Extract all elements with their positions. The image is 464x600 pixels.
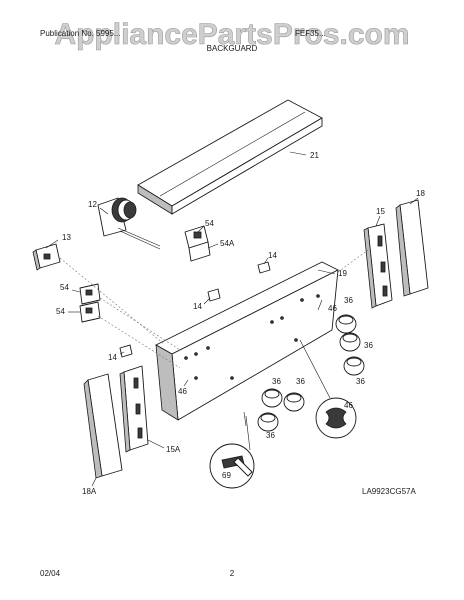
callout-36-b: 36	[364, 341, 373, 350]
callout-54a: 54A	[220, 239, 235, 248]
relay-54-left	[79, 283, 101, 323]
control-panel-part	[155, 261, 339, 421]
knob-36-a	[335, 314, 357, 334]
callout-36-f: 36	[266, 431, 275, 440]
callout-19: 19	[338, 269, 347, 278]
callout-18a: 18A	[82, 487, 97, 496]
callout-54-c: 54	[56, 307, 65, 316]
relay-54-top	[184, 225, 211, 262]
knob-36-b	[339, 332, 361, 352]
end-cap-15a	[119, 365, 149, 453]
callout-54-b: 54	[60, 283, 69, 292]
clip-14-b	[207, 288, 221, 302]
timer-part	[97, 197, 161, 250]
callout-15a: 15A	[166, 445, 181, 454]
clip-14-c	[119, 344, 133, 358]
callout-14-a: 14	[268, 251, 277, 260]
publication-text: Publication No. 5995...	[40, 29, 121, 38]
watermark: AppliancePartsPros.com	[54, 18, 409, 51]
top-trim-part	[137, 99, 323, 215]
callout-46-c: 46	[344, 401, 353, 410]
footer-date: 02/04	[40, 569, 61, 578]
callout-36-c: 36	[356, 377, 365, 386]
knob-36-c	[343, 356, 365, 376]
callout-15: 15	[376, 207, 385, 216]
model-text: FEF35...	[295, 29, 326, 38]
callout-13: 13	[62, 233, 71, 242]
knob-36-e	[283, 392, 305, 412]
knob-36-d	[261, 388, 283, 408]
callout-69: 69	[222, 471, 231, 480]
callout-21: 21	[310, 151, 319, 160]
callout-12: 12	[88, 200, 97, 209]
side-trim-18	[395, 199, 429, 297]
callout-54-top: 54	[205, 219, 214, 228]
callout-14-c: 14	[108, 353, 117, 362]
detail-screw-circle	[209, 415, 255, 489]
page-number: 2	[230, 569, 235, 578]
section-title: BACKGUARD	[207, 44, 258, 53]
callout-46-b: 46	[178, 387, 187, 396]
callout-46-a: 46	[328, 304, 337, 313]
detail-knob-circle	[299, 339, 357, 439]
knob-36-f	[257, 412, 279, 432]
callout-14-b: 14	[193, 302, 202, 311]
end-cap-15	[363, 223, 393, 309]
drawing-code: LA9923CG57A	[362, 487, 416, 496]
callout-18: 18	[416, 189, 425, 198]
callout-36-a: 36	[344, 296, 353, 305]
callout-36-d: 36	[272, 377, 281, 386]
side-trim-18a	[83, 373, 123, 479]
callout-36-e: 36	[296, 377, 305, 386]
